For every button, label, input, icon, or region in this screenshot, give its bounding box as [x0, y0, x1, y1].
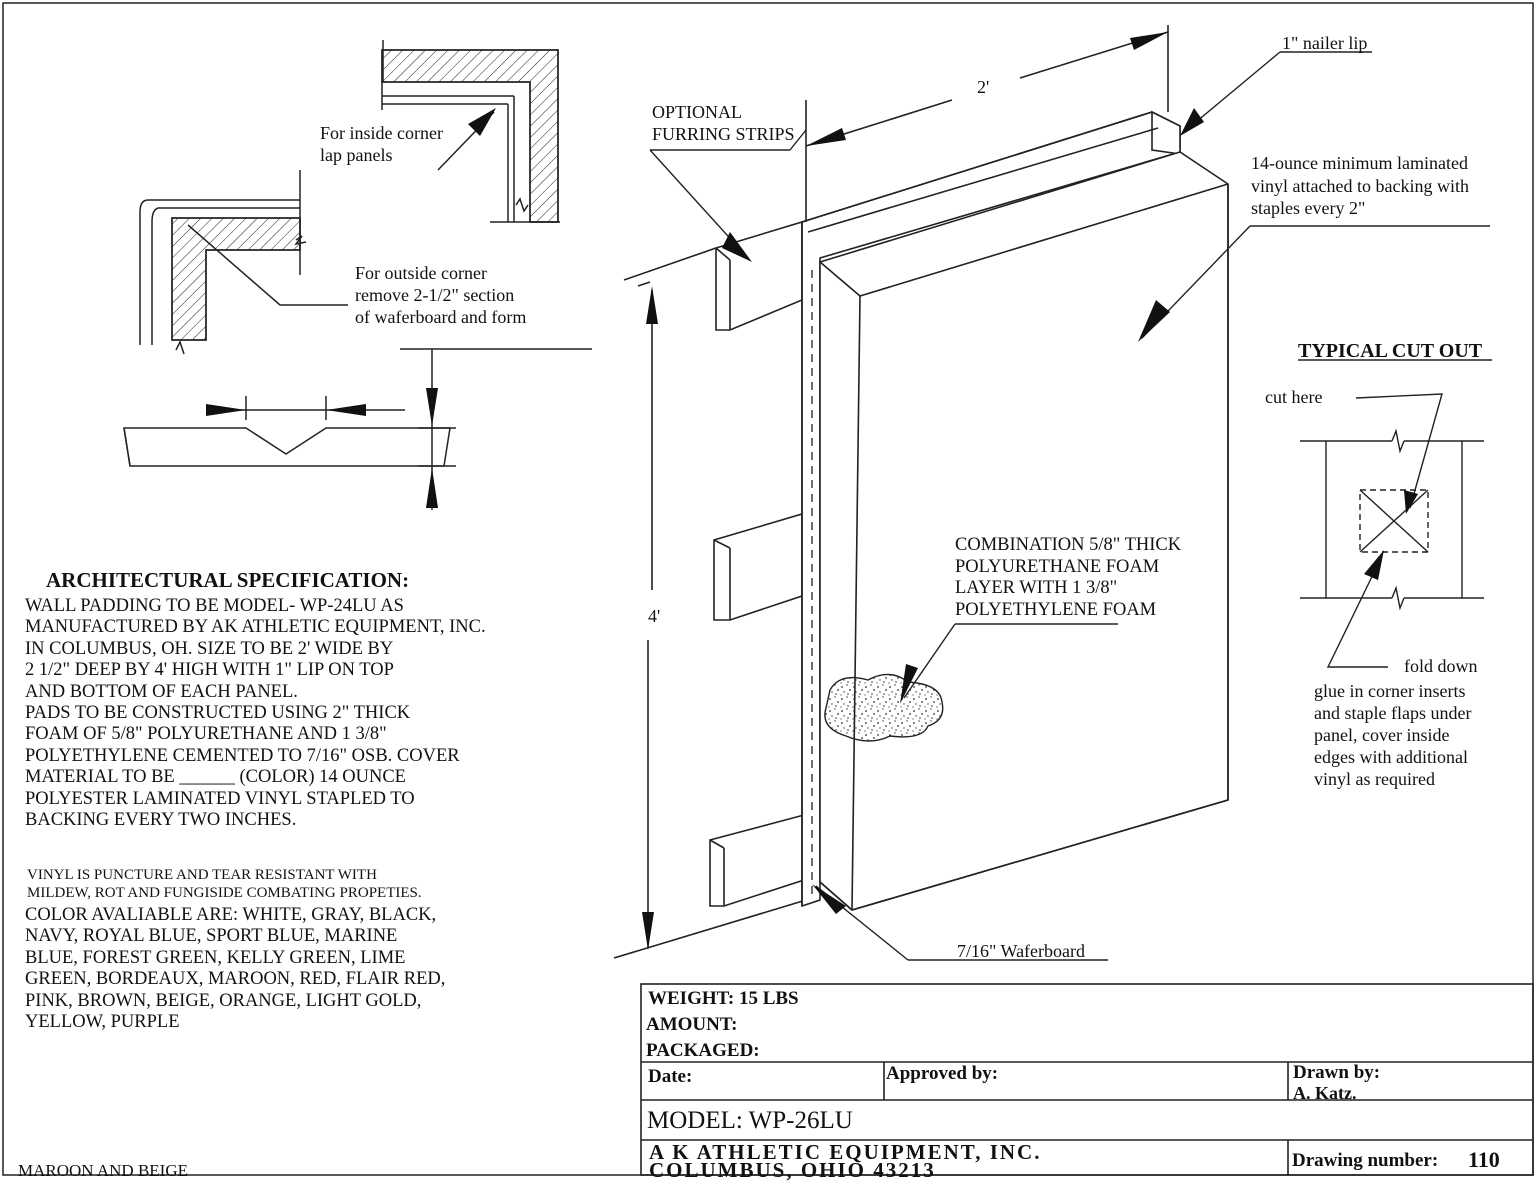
- foam-note: COMBINATION 5/8" THICK POLYURETHANE FOAM…: [955, 535, 1182, 620]
- amount-field: AMOUNT:: [646, 1014, 738, 1035]
- fold-down-label: fold down: [1404, 656, 1478, 676]
- waferboard-label: 7/16" Waferboard: [957, 941, 1086, 961]
- foam-cutaway: [824, 673, 944, 742]
- spec-body: WALL PADDING TO BE MODEL- WP-24LU AS MAN…: [25, 596, 486, 831]
- v-groove-detail: [123, 348, 592, 510]
- spec-title: ARCHITECTURAL SPECIFICATION:: [46, 568, 410, 592]
- approved-field: Approved by:: [886, 1063, 999, 1084]
- drawing-number-label: Drawing number:: [1292, 1150, 1439, 1171]
- drawn-by-label: Drawn by:: [1293, 1062, 1381, 1083]
- drawn-by-name: A. Katz.: [1293, 1083, 1357, 1103]
- main-panel-isometric: [613, 25, 1229, 959]
- cutout-title: TYPICAL CUT OUT: [1298, 340, 1483, 362]
- drawing-number: 110: [1468, 1147, 1500, 1172]
- fold-note: glue in corner inserts and staple flaps …: [1314, 681, 1472, 789]
- cut-here-label: cut here: [1265, 387, 1323, 407]
- outside-corner-label: For outside corner remove 2-1/2" section…: [355, 263, 527, 327]
- furring-strips-label: OPTIONAL FURRING STRIPS: [652, 102, 795, 144]
- packaged-field: PACKAGED:: [646, 1040, 760, 1061]
- vinyl-note: 14-ounce minimum laminated vinyl attache…: [1251, 153, 1469, 218]
- height-dimension: 4': [648, 606, 661, 626]
- date-field: Date:: [648, 1066, 693, 1087]
- selected-colors: MAROON AND BEIGE: [18, 1161, 188, 1180]
- nailer-lip-label: 1" nailer lip: [1282, 33, 1368, 53]
- outside-corner-detail: [139, 170, 307, 355]
- color-list: COLOR AVALIABLE ARE: WHITE, GRAY, BLACK,…: [25, 905, 446, 1033]
- model-number: MODEL: WP-26LU: [647, 1107, 853, 1134]
- width-dimension: 2': [977, 77, 990, 97]
- vinyl-properties: VINYL IS PUNCTURE AND TEAR RESISTANT WIT…: [27, 867, 422, 901]
- cut-out-detail: [1300, 393, 1484, 668]
- company-name: A K ATHLETIC EQUIPMENT, INC.: [649, 1140, 1042, 1164]
- inside-corner-label: For inside corner lap panels: [320, 123, 443, 165]
- title-block-grid: [640, 983, 1534, 1176]
- weight-field: WEIGHT: 15 LBS: [648, 988, 799, 1009]
- inside-corner-detail: [381, 40, 560, 223]
- company-city: COLUMBUS, OHIO 43213: [649, 1158, 936, 1182]
